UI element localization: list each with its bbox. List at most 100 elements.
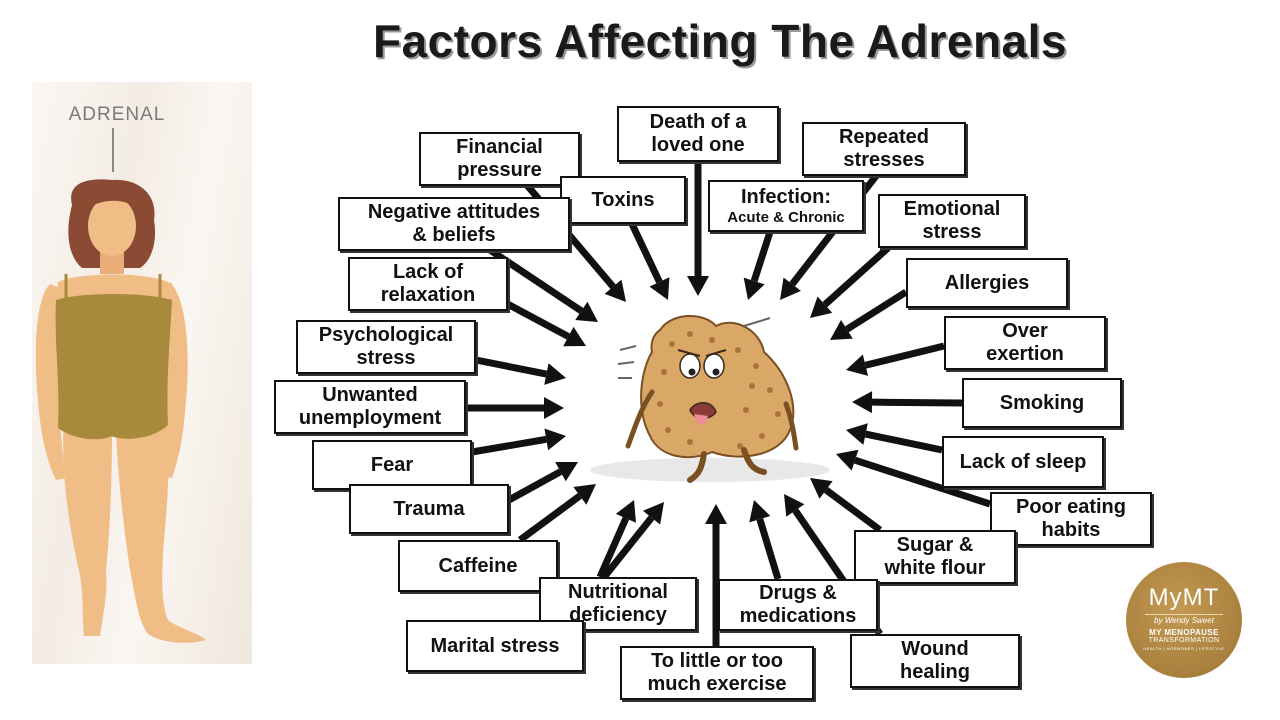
factor-emotional-stress: Emotional stress — [878, 194, 1026, 248]
factor-label: Emotional stress — [903, 198, 1001, 243]
arrow-shaft-6 — [822, 245, 891, 308]
arrow-head-0 — [687, 276, 709, 296]
arrow-head-10 — [846, 354, 869, 376]
factor-label: Lack of relaxation — [380, 261, 476, 306]
factor-label: Death of a loved one — [649, 111, 747, 156]
factor-label: Caffeine — [438, 554, 518, 577]
arrow-head-11 — [544, 397, 564, 419]
factor-label: Marital stress — [430, 634, 560, 657]
factor-negative-attitudes: Negative attitudes & beliefs — [338, 197, 570, 251]
factor-label: Financial pressure — [456, 136, 543, 181]
arrow-head-5 — [575, 301, 598, 322]
logo-name-line1: MY MENOPAUSE — [1149, 628, 1219, 637]
factor-label: Poor eating habits — [1015, 496, 1126, 541]
arrow-shaft-12 — [871, 398, 963, 407]
factor-drugs-medications: Drugs & medications — [718, 579, 878, 631]
factor-smoking: Smoking — [962, 378, 1122, 428]
arrow-shaft-16 — [853, 456, 992, 508]
factor-label: To little or too much exercise — [647, 650, 787, 695]
factor-unwanted-unemployment: Unwanted unemployment — [274, 380, 466, 434]
arrow-shaft-15 — [507, 468, 563, 504]
arrow-head-14 — [846, 423, 868, 445]
arrow-head-22 — [705, 504, 727, 524]
arrow-head-17 — [573, 484, 596, 505]
arrow-head-8 — [830, 320, 853, 340]
adrenal-label: ADRENAL — [68, 104, 166, 125]
arrow-head-1 — [604, 279, 626, 302]
factor-trauma: Trauma — [349, 484, 509, 534]
arrow-head-7 — [563, 326, 586, 347]
arrow-head-20 — [749, 500, 771, 523]
arrow-head-16 — [836, 449, 859, 471]
logo-name-line2: TRANSFORMATION — [1148, 637, 1220, 644]
factor-label: Over exertion — [986, 320, 1064, 365]
factor-lack-of-relaxation: Lack of relaxation — [348, 257, 508, 311]
factor-exercise: To little or too much exercise — [620, 646, 814, 700]
arrow-head-23 — [784, 494, 805, 517]
arrow-shaft-14 — [864, 430, 943, 454]
factor-infection: Infection:Acute & Chronic — [708, 180, 864, 232]
factor-label: Psychological stress — [318, 324, 454, 369]
arrow-head-4 — [743, 277, 765, 300]
arrow-head-12 — [852, 391, 873, 414]
factor-label: Nutritional deficiency — [568, 581, 668, 626]
factor-lack-of-sleep: Lack of sleep — [942, 436, 1104, 488]
factor-label: Allergies — [944, 271, 1030, 294]
factor-poor-eating-habits: Poor eating habits — [990, 492, 1152, 546]
factor-toxins: Toxins — [560, 176, 686, 224]
arrow-shaft-9 — [475, 356, 548, 378]
factor-caffeine: Caffeine — [398, 540, 558, 592]
factor-label: Negative attitudes & beliefs — [367, 201, 541, 246]
logo-tagline: HEALTH | HORMONES | LIFESTYLE — [1143, 646, 1225, 651]
arrow-shaft-8 — [845, 289, 908, 333]
factor-label: Infection:Acute & Chronic — [727, 186, 845, 227]
logo-signature: by Wendy Sweet — [1154, 616, 1214, 625]
arrow-head-3 — [780, 277, 801, 300]
arrow-head-9 — [544, 363, 566, 385]
arrow-head-2 — [649, 277, 670, 300]
arrow-shaft-19 — [596, 516, 630, 579]
arrow-shaft-20 — [756, 518, 782, 581]
arrow-head-15 — [555, 462, 578, 482]
woman-figure — [35, 128, 206, 643]
logo-brand: MyMT — [1148, 584, 1220, 611]
factor-wound-healing: Wound healing — [850, 634, 1020, 688]
factor-fear: Fear — [312, 440, 472, 490]
factor-repeated-stresses: Repeated stresses — [802, 122, 966, 176]
factor-main-label: Infection: — [740, 185, 831, 208]
factor-label: Smoking — [999, 391, 1085, 414]
factor-allergies: Allergies — [906, 258, 1068, 308]
factor-sub-label: Acute & Chronic — [727, 208, 845, 226]
factor-over-exertion: Over exertion — [944, 316, 1106, 370]
arrow-head-18 — [810, 478, 833, 499]
arrow-shaft-10 — [864, 342, 945, 369]
arrow-shaft-4 — [750, 230, 774, 283]
arrow-shaft-2 — [628, 222, 663, 284]
arrow-head-19 — [615, 500, 636, 523]
arrow-head-13 — [544, 428, 566, 451]
factor-label: Lack of sleep — [959, 450, 1087, 473]
arrow-head-6 — [810, 296, 833, 318]
factor-label: Wound healing — [899, 638, 970, 683]
factor-sugar-white-flour: Sugar & white flour — [854, 530, 1016, 584]
factor-psychological-stress: Psychological stress — [296, 320, 476, 374]
factor-label: Repeated stresses — [838, 126, 930, 171]
factor-label: Sugar & white flour — [884, 534, 986, 579]
arrow-head-21 — [642, 502, 664, 525]
factor-label: Drugs & medications — [739, 582, 857, 627]
arrow-shaft-17 — [517, 493, 582, 543]
factor-label: Toxins — [591, 188, 655, 211]
factor-marital-stress: Marital stress — [406, 620, 584, 672]
arrow-shaft-7 — [498, 296, 571, 340]
mymt-logo: MyMT by Wendy Sweet MY MENOPAUSE TRANSFO… — [1126, 562, 1242, 678]
factor-label: Unwanted unemployment — [298, 384, 442, 429]
logo-rule — [1145, 614, 1223, 615]
factor-financial-pressure: Financial pressure — [419, 132, 580, 186]
factor-label: Fear — [370, 453, 414, 476]
factor-death-of-loved-one: Death of a loved one — [617, 106, 779, 162]
page-title: Factors Affecting The Adrenals — [372, 15, 1068, 67]
factor-label: Trauma — [393, 497, 465, 520]
arrow-shaft-18 — [823, 487, 883, 533]
arrow-shaft-13 — [471, 435, 547, 456]
